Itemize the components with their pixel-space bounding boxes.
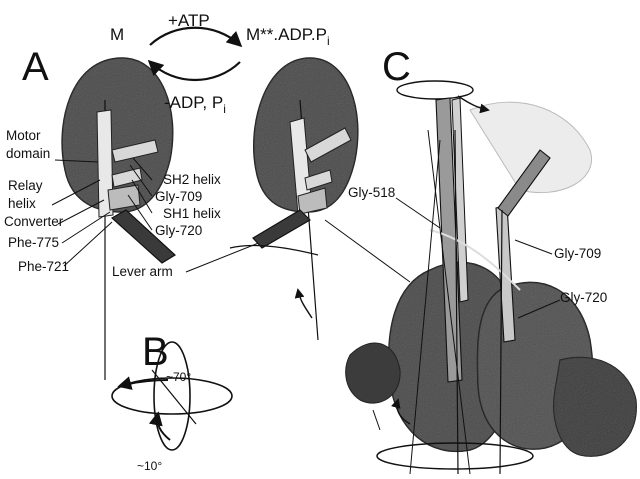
panel-a: A M Motor domain Relay helix Converter P… [4,25,296,380]
label-relay-helix-1: Relay [8,178,43,193]
panel-c: C Gly-518 Gly-7 [346,45,637,474]
label-sh2-helix: SH2 helix [163,172,221,187]
panel-a-letter: A [22,45,49,89]
panel-c-letter: C [382,45,411,89]
label-converter: Converter [4,214,64,229]
label-gly-720-c: Gly-720 [560,290,607,305]
label-sh1-helix: SH1 helix [163,206,221,221]
label-gly-518: Gly-518 [348,185,395,200]
label-gly-709-c: Gly-709 [554,246,601,261]
label-motor-domain-1: Motor [6,128,41,143]
reverse-arrow [150,62,240,80]
panel-b: B ~70° ~10° [112,330,232,473]
label-lever-arm: Lever arm [112,264,173,279]
panel-b-letter: B [142,330,169,374]
label-gly-720-a: Gly-720 [155,223,202,238]
angle-large-label: ~70° [166,370,191,384]
label-phe-721: Phe-721 [18,259,69,274]
state-rest-label: M [110,25,124,44]
state-primed-label: M**.ADP.Pi [246,25,330,48]
lever-arm-primed [253,210,310,248]
label-motor-domain-2: domain [6,146,50,161]
label-gly-709-a: Gly-709 [155,189,202,204]
reaction-reverse-label: -ADP, Pi [164,93,226,116]
rotation-ellipse-vertical [154,342,190,450]
label-relay-helix-2: helix [8,196,36,211]
label-phe-775: Phe-775 [8,235,59,250]
angle-small-label: ~10° [137,459,162,473]
forward-arrow [150,28,240,45]
